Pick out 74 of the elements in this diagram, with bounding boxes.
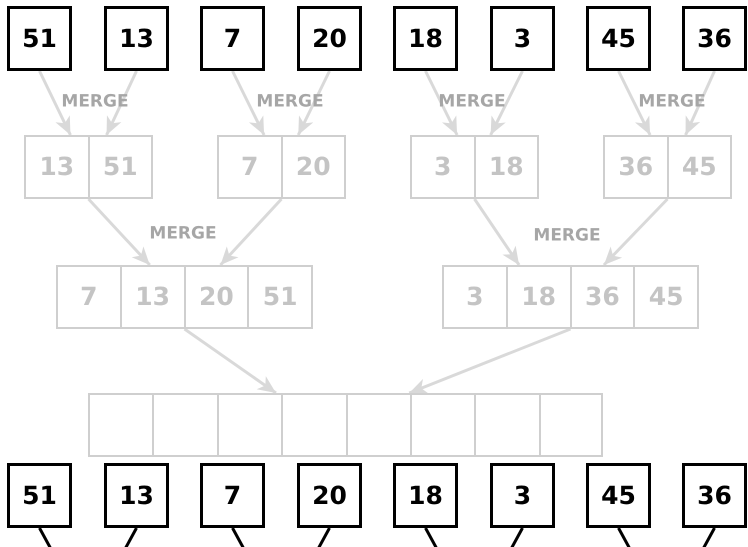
number-box: 45 [586,463,651,528]
array-cell: 7 [219,137,280,197]
number-box: 7 [200,463,265,528]
empty-array-cell [538,393,603,457]
array-box [56,265,313,329]
connector-line [509,527,524,547]
number-box: 20 [297,6,362,71]
number-box: 3 [490,463,555,528]
array-cell: 13 [120,267,184,327]
merge-label: MERGE [256,94,324,110]
connector-line [617,527,632,547]
array-box [217,135,346,199]
arrow [424,70,458,136]
array-box [24,135,153,199]
number-box: 36 [682,6,747,71]
connector-line [231,527,246,547]
number-box: 7 [200,6,265,71]
arrow [296,70,331,136]
array-cell: 20 [280,137,344,197]
arrow [602,198,669,266]
number-box: 51 [7,463,72,528]
merge-label: MERGE [533,228,601,244]
connector-line [424,527,439,547]
arrow [617,70,652,136]
number-box: 20 [297,463,362,528]
empty-array-cell [410,393,476,457]
array-cell: 3 [444,267,506,327]
arrow [184,328,277,394]
number-box: 3 [490,6,555,71]
number-box: 13 [104,463,169,528]
number-box: 51 [7,6,72,71]
array-cell: 18 [506,267,570,327]
number-box: 18 [393,6,458,71]
array-cell: 45 [666,137,730,197]
empty-array-cell [152,393,219,457]
arrow [38,70,72,136]
arrow [231,70,266,136]
connector-line [38,527,53,547]
array-cell: 36 [605,137,666,197]
connector-line [701,527,716,547]
array-cell: 13 [26,137,88,197]
arrow [219,198,283,266]
connector-line [316,527,331,547]
number-box: 13 [104,6,169,71]
array-cell: 45 [633,267,697,327]
arrow [87,198,151,266]
empty-array-cell [88,393,154,457]
array-cell: 51 [247,267,311,327]
number-box: 18 [393,463,458,528]
arrow [105,70,138,136]
empty-array-cell [216,393,284,457]
arrow [473,198,520,266]
empty-array-cell [281,393,348,457]
arrow [408,328,572,394]
merge-label: MERGE [149,226,217,242]
array-box [410,135,539,199]
merge-label: MERGE [438,94,506,110]
array-cell: 20 [184,267,248,327]
array-cell: 18 [474,137,537,197]
arrow [489,70,524,136]
array-box [442,265,699,329]
array-cell: 51 [88,137,151,197]
number-box: 36 [682,463,747,528]
array-cell: 36 [570,267,634,327]
array-cell: 7 [58,267,120,327]
merge-label: MERGE [638,94,706,110]
empty-array-cell [474,393,541,457]
connector-line [123,527,138,547]
number-box: 45 [586,6,651,71]
empty-array-cell [346,393,412,457]
merge-label: MERGE [61,94,129,110]
array-cell: 3 [412,137,474,197]
arrow [684,70,716,136]
array-box [603,135,732,199]
